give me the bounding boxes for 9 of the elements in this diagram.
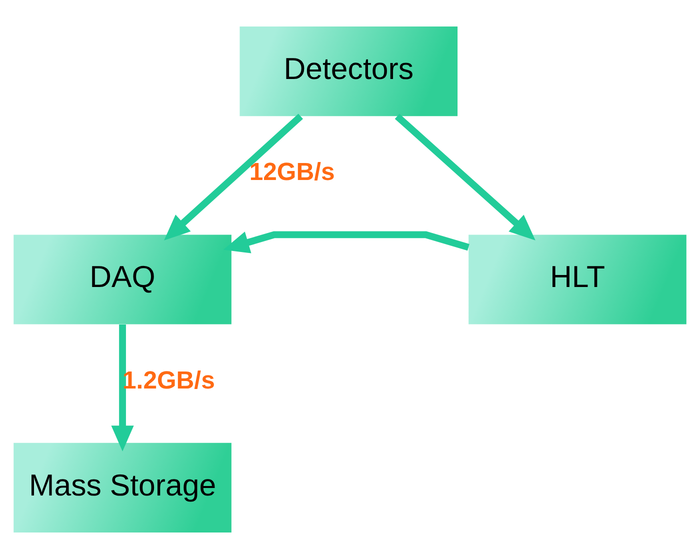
arrow [223, 231, 470, 254]
node-box: DAQ [14, 234, 232, 324]
arrow [164, 114, 303, 240]
node-box: Detectors [240, 26, 458, 116]
edge-label: 12GB/s [249, 159, 335, 186]
arrow [111, 324, 134, 452]
node-box: Mass Storage [14, 442, 232, 532]
node-box: HLT [468, 234, 686, 324]
arrow [394, 114, 536, 240]
